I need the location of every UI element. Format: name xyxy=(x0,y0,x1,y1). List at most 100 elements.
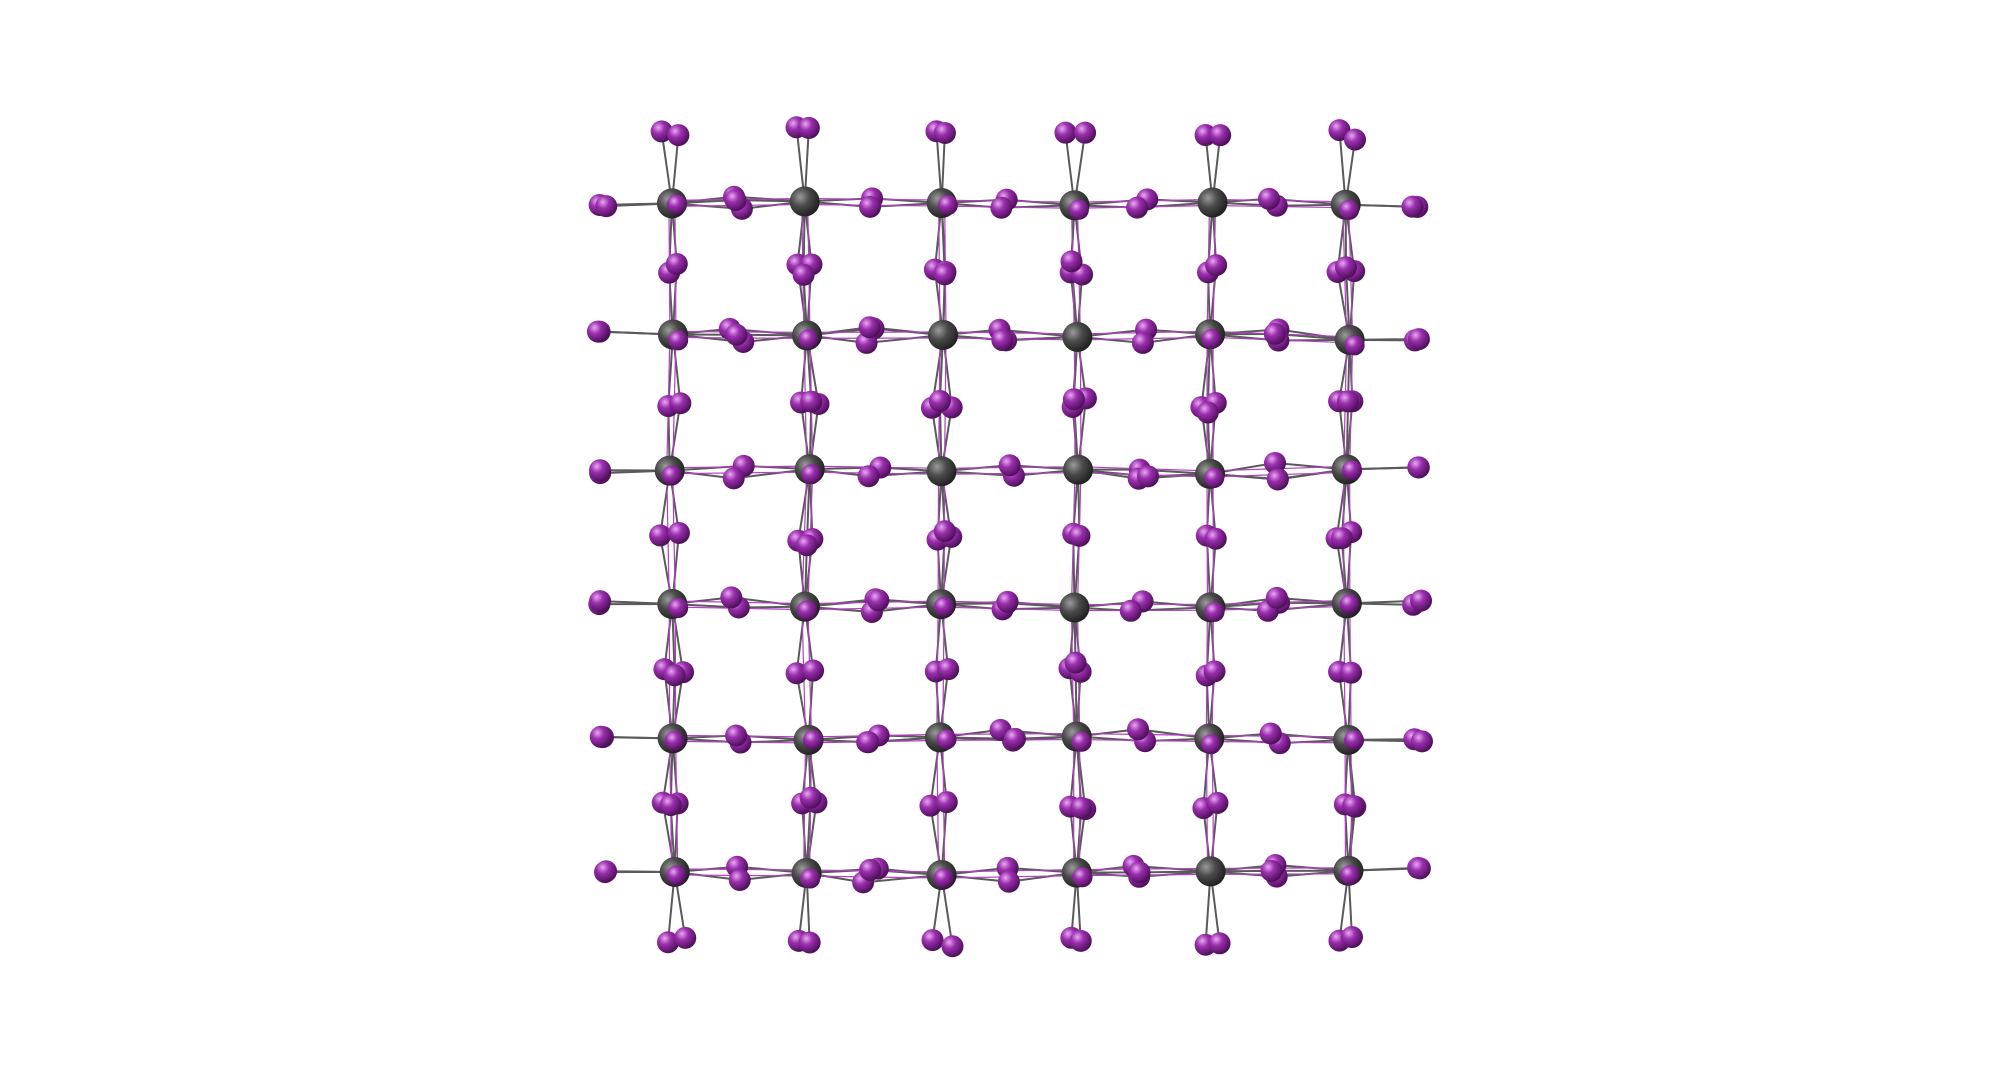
halide-atom[interactable] xyxy=(797,600,818,621)
halide-atom[interactable] xyxy=(722,467,745,490)
halide-atom[interactable] xyxy=(720,586,743,609)
halide-atom[interactable] xyxy=(674,926,697,949)
halide-atom[interactable] xyxy=(857,465,880,488)
halide-atom[interactable] xyxy=(669,392,692,415)
halide-atom[interactable] xyxy=(928,389,951,412)
halide-atom[interactable] xyxy=(649,524,672,547)
halide-atom[interactable] xyxy=(1342,794,1365,817)
halide-atom[interactable] xyxy=(663,664,686,687)
metal-atom[interactable] xyxy=(1063,454,1094,485)
halide-atom[interactable] xyxy=(1070,796,1093,819)
halide-atom[interactable] xyxy=(1072,867,1093,888)
halide-atom[interactable] xyxy=(798,329,819,350)
halide-atom[interactable] xyxy=(1126,196,1149,219)
halide-atom[interactable] xyxy=(1203,660,1226,683)
halide-atom[interactable] xyxy=(997,870,1020,893)
halide-atom[interactable] xyxy=(724,189,747,212)
halide-atom[interactable] xyxy=(586,320,609,343)
halide-atom[interactable] xyxy=(1003,727,1026,750)
halide-atom[interactable] xyxy=(1137,465,1160,488)
halide-atom[interactable] xyxy=(1062,388,1085,411)
halide-atom[interactable] xyxy=(666,865,687,886)
halide-atom[interactable] xyxy=(725,724,748,747)
halide-atom[interactable] xyxy=(990,196,1013,219)
halide-atom[interactable] xyxy=(800,390,823,413)
halide-atom[interactable] xyxy=(937,658,960,681)
halide-atom[interactable] xyxy=(667,124,690,147)
halide-atom[interactable] xyxy=(1266,468,1289,491)
halide-atom[interactable] xyxy=(933,868,954,889)
halide-atom[interactable] xyxy=(1204,467,1225,488)
halide-atom[interactable] xyxy=(933,122,956,145)
halide-atom[interactable] xyxy=(1196,401,1219,424)
halide-atom[interactable] xyxy=(589,725,612,748)
halide-atom[interactable] xyxy=(998,454,1021,477)
halide-atom[interactable] xyxy=(1128,861,1151,884)
halide-atom[interactable] xyxy=(1339,594,1360,615)
halide-atom[interactable] xyxy=(1340,926,1363,949)
halide-atom[interactable] xyxy=(1205,254,1228,277)
halide-atom[interactable] xyxy=(666,194,687,215)
halide-atom[interactable] xyxy=(933,596,954,617)
halide-atom[interactable] xyxy=(1263,322,1286,345)
halide-atom[interactable] xyxy=(1209,124,1232,147)
halide-atom[interactable] xyxy=(933,520,956,543)
halide-atom[interactable] xyxy=(1206,791,1229,814)
halide-atom[interactable] xyxy=(667,521,690,544)
halide-atom[interactable] xyxy=(802,659,825,682)
halide-atom[interactable] xyxy=(1407,456,1430,479)
halide-atom[interactable] xyxy=(589,459,612,482)
halide-atom[interactable] xyxy=(1340,661,1363,684)
halide-atom[interactable] xyxy=(1074,121,1097,144)
halide-atom[interactable] xyxy=(936,729,957,750)
halide-atom[interactable] xyxy=(1330,527,1353,550)
halide-atom[interactable] xyxy=(859,858,882,881)
halide-atom[interactable] xyxy=(867,589,890,612)
halide-atom[interactable] xyxy=(859,195,882,218)
halide-atom[interactable] xyxy=(1204,527,1227,550)
halide-atom[interactable] xyxy=(1344,128,1367,151)
halide-atom[interactable] xyxy=(1201,734,1222,755)
halide-atom[interactable] xyxy=(801,464,822,485)
halide-atom[interactable] xyxy=(661,465,682,486)
halide-atom[interactable] xyxy=(798,931,821,954)
halide-atom[interactable] xyxy=(857,731,880,754)
halide-atom[interactable] xyxy=(799,786,822,809)
halide-atom[interactable] xyxy=(991,329,1014,352)
halide-atom[interactable] xyxy=(1068,199,1089,220)
halide-atom[interactable] xyxy=(1127,718,1150,741)
halide-atom[interactable] xyxy=(1131,331,1154,354)
halide-atom[interactable] xyxy=(1264,451,1287,474)
metal-atom[interactable] xyxy=(928,319,959,350)
halide-atom[interactable] xyxy=(1339,199,1360,220)
halide-atom[interactable] xyxy=(800,868,821,889)
halide-atom[interactable] xyxy=(668,330,689,351)
halide-atom[interactable] xyxy=(933,263,956,286)
metal-atom[interactable] xyxy=(789,186,820,217)
halide-atom[interactable] xyxy=(1068,524,1091,547)
halide-atom[interactable] xyxy=(803,729,824,750)
halide-atom[interactable] xyxy=(1342,460,1363,481)
metal-atom[interactable] xyxy=(926,456,957,487)
halide-atom[interactable] xyxy=(941,935,964,958)
halide-atom[interactable] xyxy=(1208,932,1231,955)
halide-atom[interactable] xyxy=(659,794,682,817)
halide-atom[interactable] xyxy=(1410,589,1433,612)
halide-atom[interactable] xyxy=(1119,599,1142,622)
halide-atom[interactable] xyxy=(1407,328,1430,351)
halide-atom[interactable] xyxy=(1401,195,1424,218)
halide-atom[interactable] xyxy=(1064,651,1087,674)
halide-atom[interactable] xyxy=(935,791,958,814)
halide-atom[interactable] xyxy=(595,195,618,218)
halide-atom[interactable] xyxy=(728,868,751,891)
halide-atom[interactable] xyxy=(1408,857,1431,880)
halide-atom[interactable] xyxy=(1069,929,1092,952)
metal-atom[interactable] xyxy=(1059,592,1090,623)
halide-atom[interactable] xyxy=(921,929,944,952)
halide-atom[interactable] xyxy=(1344,335,1365,356)
halide-atom[interactable] xyxy=(1060,250,1083,273)
halide-atom[interactable] xyxy=(650,120,673,143)
halide-atom[interactable] xyxy=(664,730,685,751)
halide-atom[interactable] xyxy=(996,590,1019,613)
